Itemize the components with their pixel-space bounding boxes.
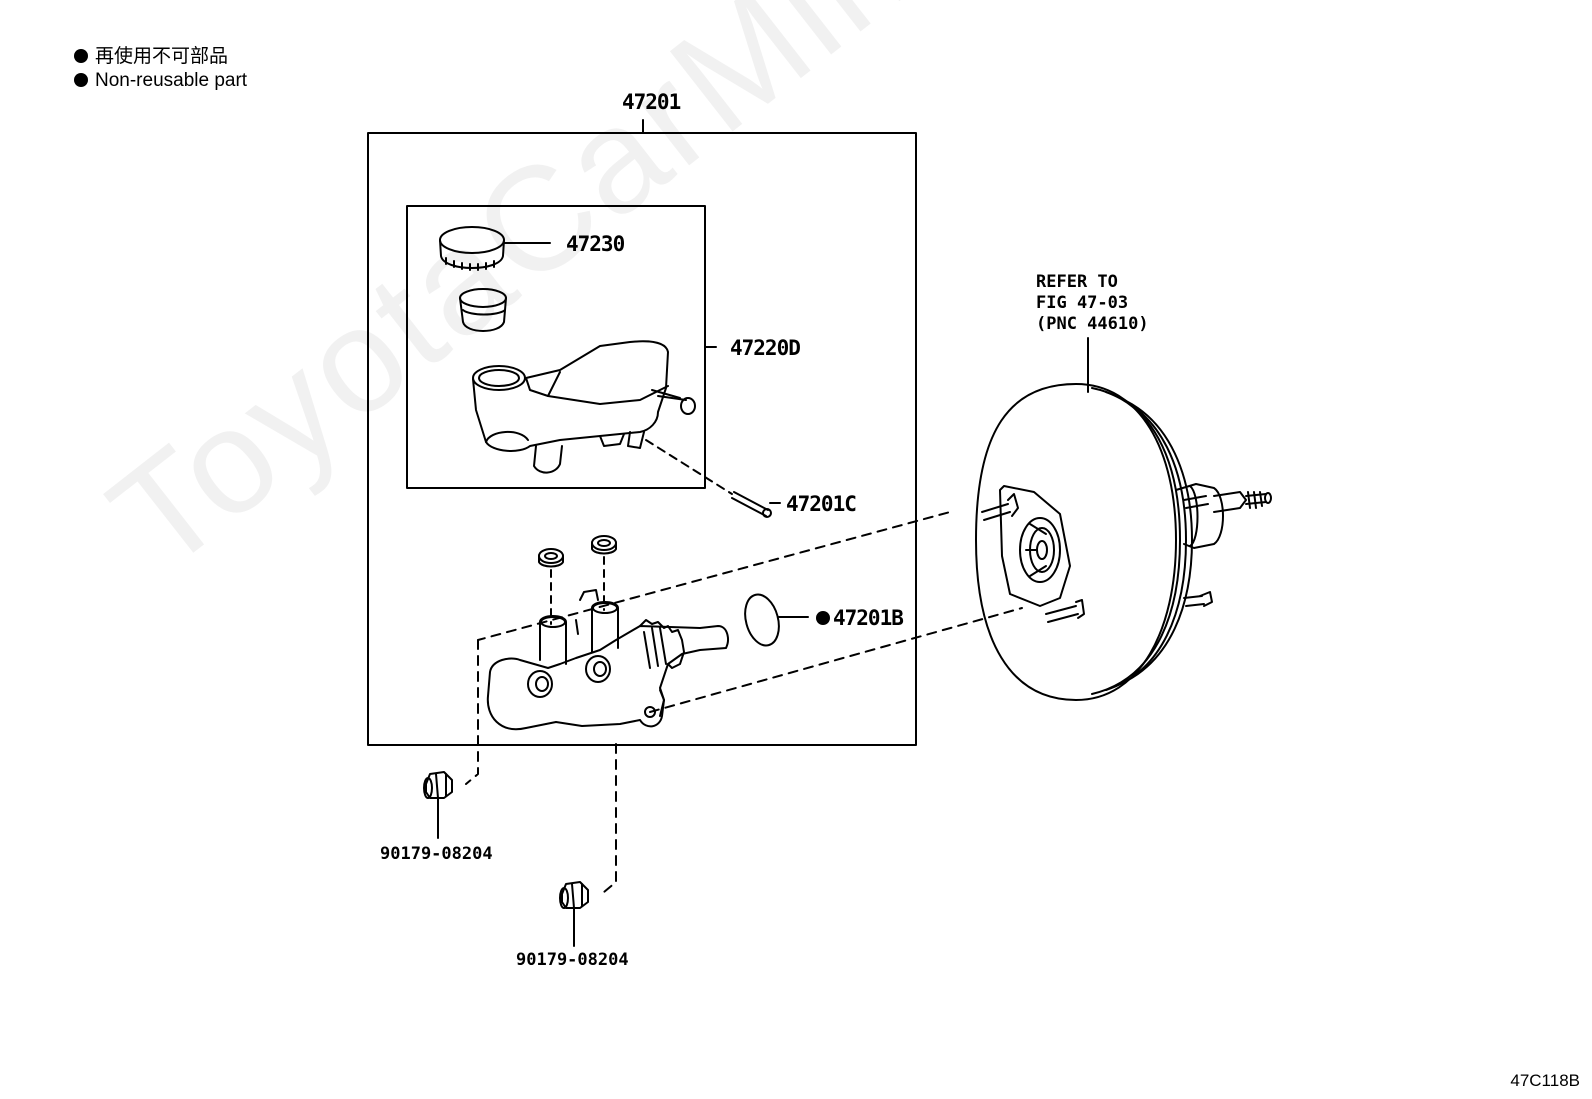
legend-line-jp: 再使用不可部品: [74, 46, 228, 68]
label-nut-lower[interactable]: 90179-08204: [516, 950, 629, 970]
master-cylinder-icon: [486, 589, 729, 731]
legend-jp-text: 再使用不可部品: [95, 46, 229, 67]
legend-en-text: Non-reusable part: [95, 70, 248, 91]
label-o-ring: 47201B: [816, 606, 904, 630]
pin-dashed-guide: [645, 439, 733, 495]
label-o-ring-number[interactable]: 47201B: [833, 606, 904, 630]
non-reusable-dot-icon: [74, 73, 88, 87]
non-reusable-dot-icon: [816, 611, 830, 625]
figure-id: 47C118B: [1510, 1071, 1580, 1090]
reference-line-3: (PNC 44610): [1036, 314, 1149, 334]
brake-booster-icon: [975, 383, 1272, 701]
label-reservoir[interactable]: 47220D: [730, 336, 801, 360]
booster-reference[interactable]: REFER TO FIG 47-03 (PNC 44610): [1036, 272, 1149, 335]
reservoir-outline: [406, 205, 706, 489]
label-assembly[interactable]: 47201: [622, 90, 681, 114]
label-cap[interactable]: 47230: [566, 232, 625, 256]
spring-pin-icon: [731, 491, 772, 518]
reservoir-tank-icon: [472, 340, 696, 474]
non-reusable-dot-icon: [74, 49, 88, 63]
grommet-icon: [538, 548, 564, 568]
grommet-icon: [591, 535, 617, 555]
reference-line-2: FIG 47-03: [1036, 293, 1129, 313]
mount-dashed-guide-lower: [649, 607, 1023, 713]
reference-line-1: REFER TO: [1036, 272, 1118, 292]
o-ring-icon: [744, 593, 780, 647]
nut-dashed-guide-lower: [603, 743, 617, 893]
legend-line-en: Non-reusable part: [74, 70, 247, 92]
flange-nut-icon: [559, 881, 589, 909]
label-pin[interactable]: 47201C: [786, 492, 857, 516]
nut-dashed-guide-upper: [465, 639, 479, 785]
flange-nut-icon: [423, 771, 453, 799]
label-nut-upper[interactable]: 90179-08204: [380, 844, 493, 864]
reservoir-cap-icon: [439, 226, 505, 271]
reservoir-strainer-icon: [459, 288, 507, 332]
